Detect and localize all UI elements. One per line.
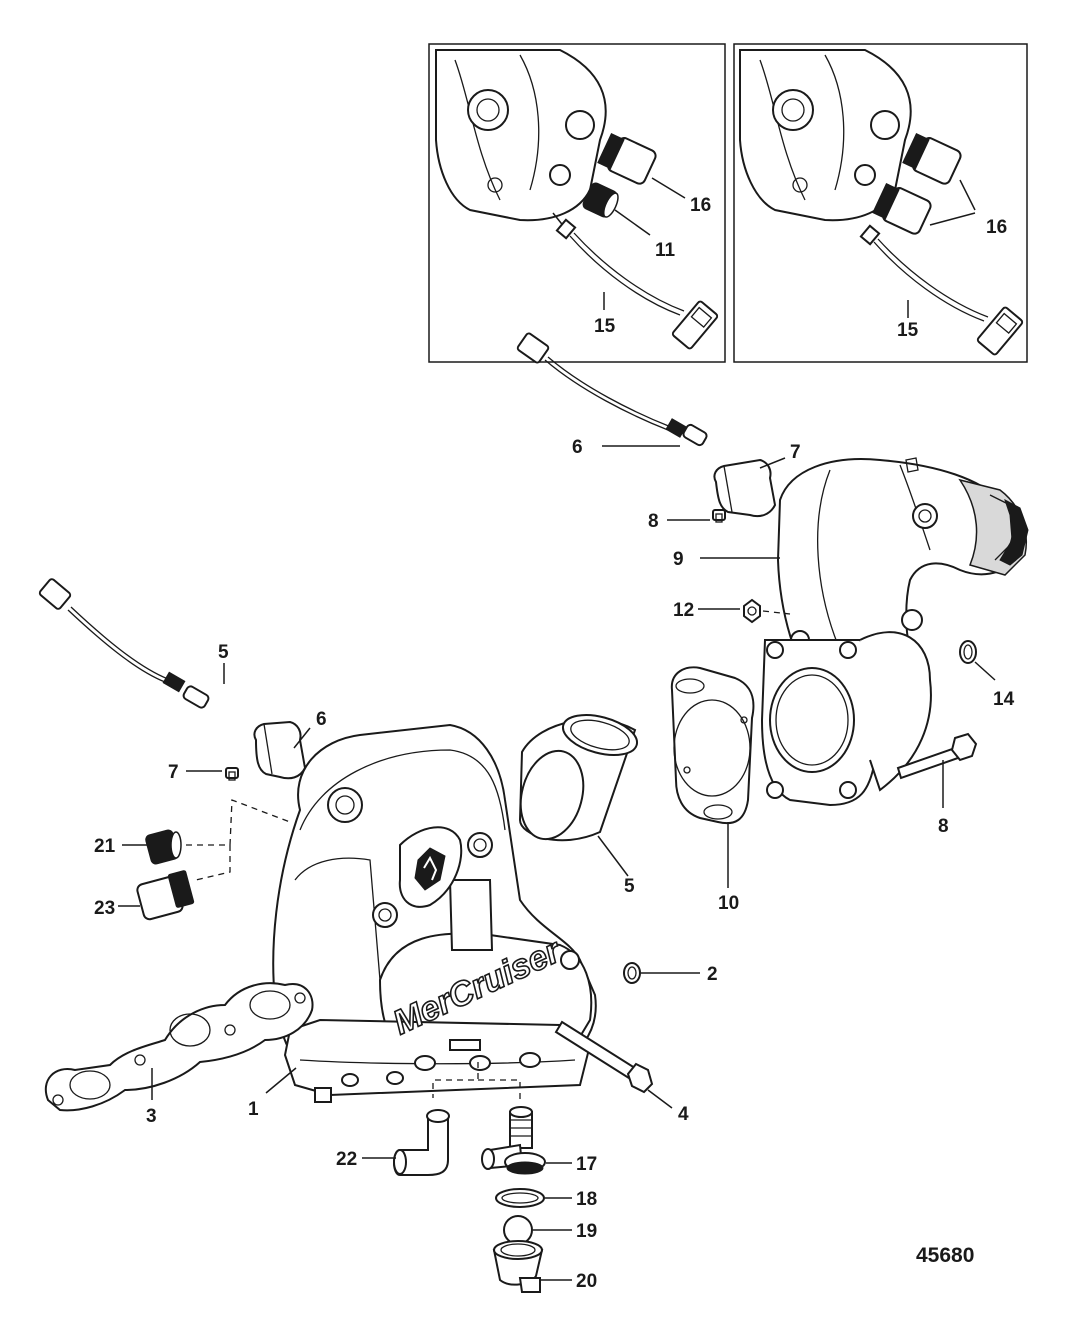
callout-19: 19 (576, 1221, 597, 1242)
ball-19 (503, 1215, 572, 1245)
heat-shield-lower (253, 720, 311, 780)
spacer-sleeve (518, 714, 638, 877)
callout-22: 21 (94, 836, 116, 857)
oxygen-sensor-lower (38, 578, 225, 709)
callout-6-lower: 5 (218, 642, 229, 663)
callout-15-inset-b: 15 (897, 320, 919, 341)
tee-fitting-17 (481, 1106, 572, 1175)
fitting-23 (118, 870, 195, 921)
callout-11: 10 (718, 893, 739, 914)
plug-ring (959, 640, 996, 681)
callout-5: 5 (624, 876, 635, 897)
core-plug (623, 962, 700, 984)
callout-12: 12 (673, 600, 694, 621)
callout-7-lower: 6 (316, 709, 327, 730)
manifold-gasket (45, 982, 314, 1112)
o-ring-18 (495, 1188, 572, 1208)
callout-3: 3 (146, 1106, 157, 1127)
heat-shield-upper (713, 457, 786, 518)
callout-15-inset-a: 15 (594, 316, 616, 337)
housing-20 (492, 1240, 572, 1293)
oxygen-sensor-upper (516, 332, 708, 447)
inset-panel-a (428, 43, 726, 363)
callout-16-inset-a: 16 (690, 195, 711, 216)
callout-4: 4 (678, 1104, 689, 1125)
figure-number: 45680 (916, 1244, 974, 1267)
elbow-gasket (670, 666, 755, 888)
elbow-fitting-21 (362, 1109, 450, 1176)
callout-7-upper: 7 (790, 442, 801, 463)
exhaust-manifold: MerCruiser (265, 723, 597, 1103)
callout-6-upper: 6 (572, 437, 583, 458)
bolt-long (896, 732, 978, 808)
screw-upper (667, 509, 726, 523)
callout-1: 1 (248, 1099, 259, 1120)
callout-10: 9 (673, 549, 684, 570)
callout-2: 2 (707, 964, 718, 985)
screw-lower (186, 767, 239, 781)
inset-panel-b (733, 43, 1028, 363)
plug-22 (122, 829, 182, 865)
callout-20: 20 (576, 1271, 597, 1292)
callout-18: 18 (576, 1189, 597, 1210)
callout-9: 8 (938, 816, 949, 837)
callout-21: 22 (336, 1149, 357, 1170)
callout-16-inset-b: 16 (986, 217, 1007, 238)
callout-14: 14 (993, 689, 1015, 710)
manifold-bolt (554, 1020, 673, 1109)
exhaust-elbow (700, 457, 1029, 807)
callout-17: 17 (576, 1154, 597, 1175)
callout-8-lower: 7 (168, 762, 179, 783)
callout-23: 23 (94, 898, 115, 919)
callout-8-upper: 8 (648, 511, 659, 532)
nut (698, 598, 791, 624)
callout-13: 11 (655, 240, 676, 261)
